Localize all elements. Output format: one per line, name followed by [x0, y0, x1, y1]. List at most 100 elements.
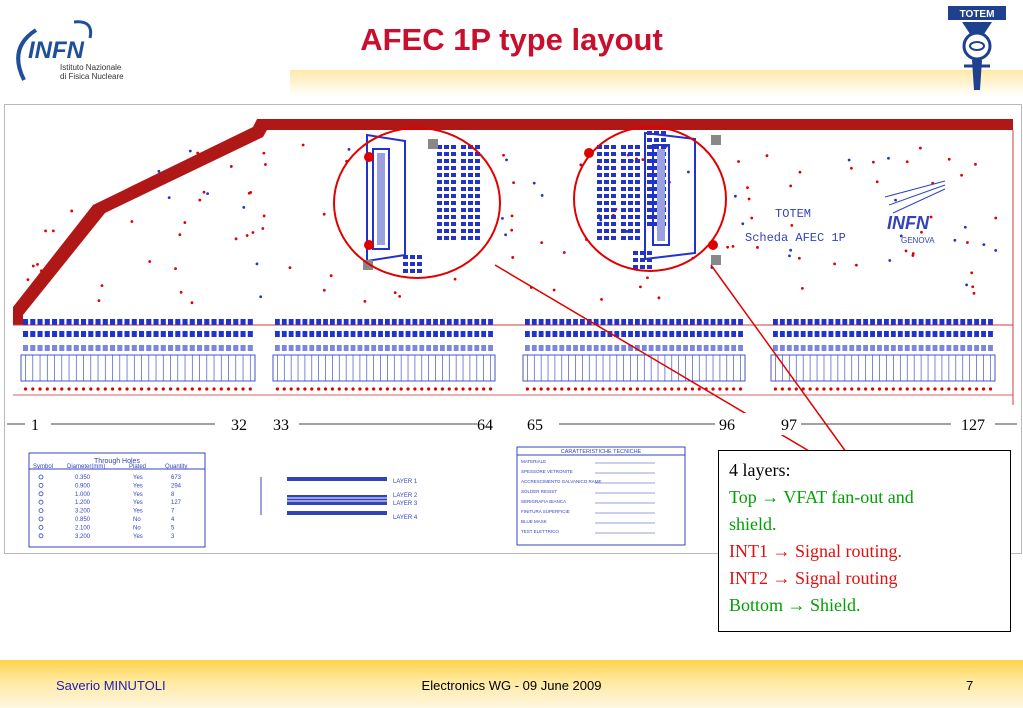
connector-pin [461, 180, 466, 184]
channel-pad [814, 331, 820, 337]
channel-pad [81, 319, 87, 325]
channel-pad [897, 345, 903, 351]
channel-pad [146, 319, 152, 325]
via [789, 184, 793, 188]
channel-pad [405, 331, 411, 337]
channel-pad [288, 331, 294, 337]
connector-pin [468, 145, 473, 149]
channel-via [683, 387, 688, 391]
connector-pin [451, 229, 456, 233]
channel-pad [302, 345, 308, 351]
connector-pin [403, 269, 408, 273]
holes-cell: 3 [171, 534, 175, 540]
channel-pad [842, 345, 848, 351]
connector-pin [451, 236, 456, 240]
channel-pad [559, 319, 565, 325]
connector-pin [403, 255, 408, 259]
channel-via [732, 387, 736, 391]
channel-pad [218, 345, 224, 351]
channel-pad [117, 331, 123, 337]
channel-pad [330, 345, 335, 351]
info-line-int2: INT2 → Signal routing [729, 568, 898, 588]
via [966, 241, 969, 244]
connector-pins [403, 131, 666, 273]
channel-pad [586, 319, 592, 325]
connector-pin [444, 159, 449, 163]
technical-specs-box: CARATTERISTICHE TECNICHE MATERIALESPESSO… [516, 446, 686, 546]
channel-via [344, 387, 348, 391]
channel-pad [139, 319, 145, 325]
channel-pad [146, 345, 152, 351]
channel-pad [710, 345, 716, 351]
via [953, 238, 957, 242]
channel-pad [925, 331, 931, 337]
channel-pad [330, 319, 335, 325]
channel-pad [800, 331, 806, 337]
channel-pad [593, 319, 599, 325]
channel-pad [890, 345, 896, 351]
channel-pad [904, 319, 910, 325]
channel-pad [52, 319, 58, 325]
holes-cell: No [133, 525, 141, 531]
channel-pad [446, 331, 452, 337]
connector-pin [611, 180, 616, 184]
highlight-circle-left [333, 127, 501, 279]
connector-pin [621, 173, 626, 177]
connector-pin [597, 152, 602, 156]
channel-pad [669, 319, 675, 325]
via [849, 166, 853, 170]
channel-pad [552, 331, 558, 337]
via [994, 249, 998, 252]
channel-via [649, 387, 653, 391]
via [639, 285, 642, 289]
connector-pin [468, 173, 473, 177]
channel-via [622, 387, 626, 391]
channel-via [525, 387, 530, 391]
connector-pin [621, 152, 626, 156]
infn-logo-arc-top [73, 20, 93, 39]
channel-pad [953, 345, 959, 351]
channel-pad [453, 319, 459, 325]
connector-pin [654, 215, 659, 219]
channel-pad [538, 319, 544, 325]
channel-pad [426, 331, 432, 337]
svg-text:Through Holes: Through Holes [94, 458, 140, 465]
channel-pad [110, 319, 116, 325]
channel-pad [967, 345, 973, 351]
info-line-bottom: Bottom → Shield. [729, 595, 861, 615]
connector-pin [621, 215, 626, 219]
channel-via [725, 387, 729, 391]
channel-pad [566, 345, 572, 351]
channel-via [372, 387, 376, 391]
channel-pad [807, 319, 813, 325]
channel-pad [911, 345, 917, 351]
channel-pad [738, 345, 743, 351]
channel-pad [641, 331, 647, 337]
connector-pin [654, 173, 659, 177]
channel-via [822, 387, 826, 391]
via [245, 234, 249, 237]
connector-pin [410, 269, 415, 273]
channel-pad [814, 319, 820, 325]
channel-pad [773, 345, 778, 351]
channel-pad [302, 319, 308, 325]
connector-pin [403, 262, 408, 266]
via [301, 143, 305, 147]
channel-pad [981, 319, 986, 325]
channel-pad [863, 345, 869, 351]
channel-pad [474, 319, 480, 325]
channel-pad [710, 319, 716, 325]
channel-pad [59, 319, 65, 325]
channel-pad [343, 319, 349, 325]
channel-pad [696, 331, 702, 337]
channel-pad [821, 345, 827, 351]
channel-via [933, 387, 937, 391]
via [965, 283, 969, 287]
channel-via [877, 387, 882, 391]
channel-pad [628, 331, 633, 337]
channel-pad [440, 331, 445, 337]
channel-pad [30, 331, 36, 337]
channel-pad [37, 331, 43, 337]
via [540, 193, 544, 197]
via [982, 243, 986, 247]
